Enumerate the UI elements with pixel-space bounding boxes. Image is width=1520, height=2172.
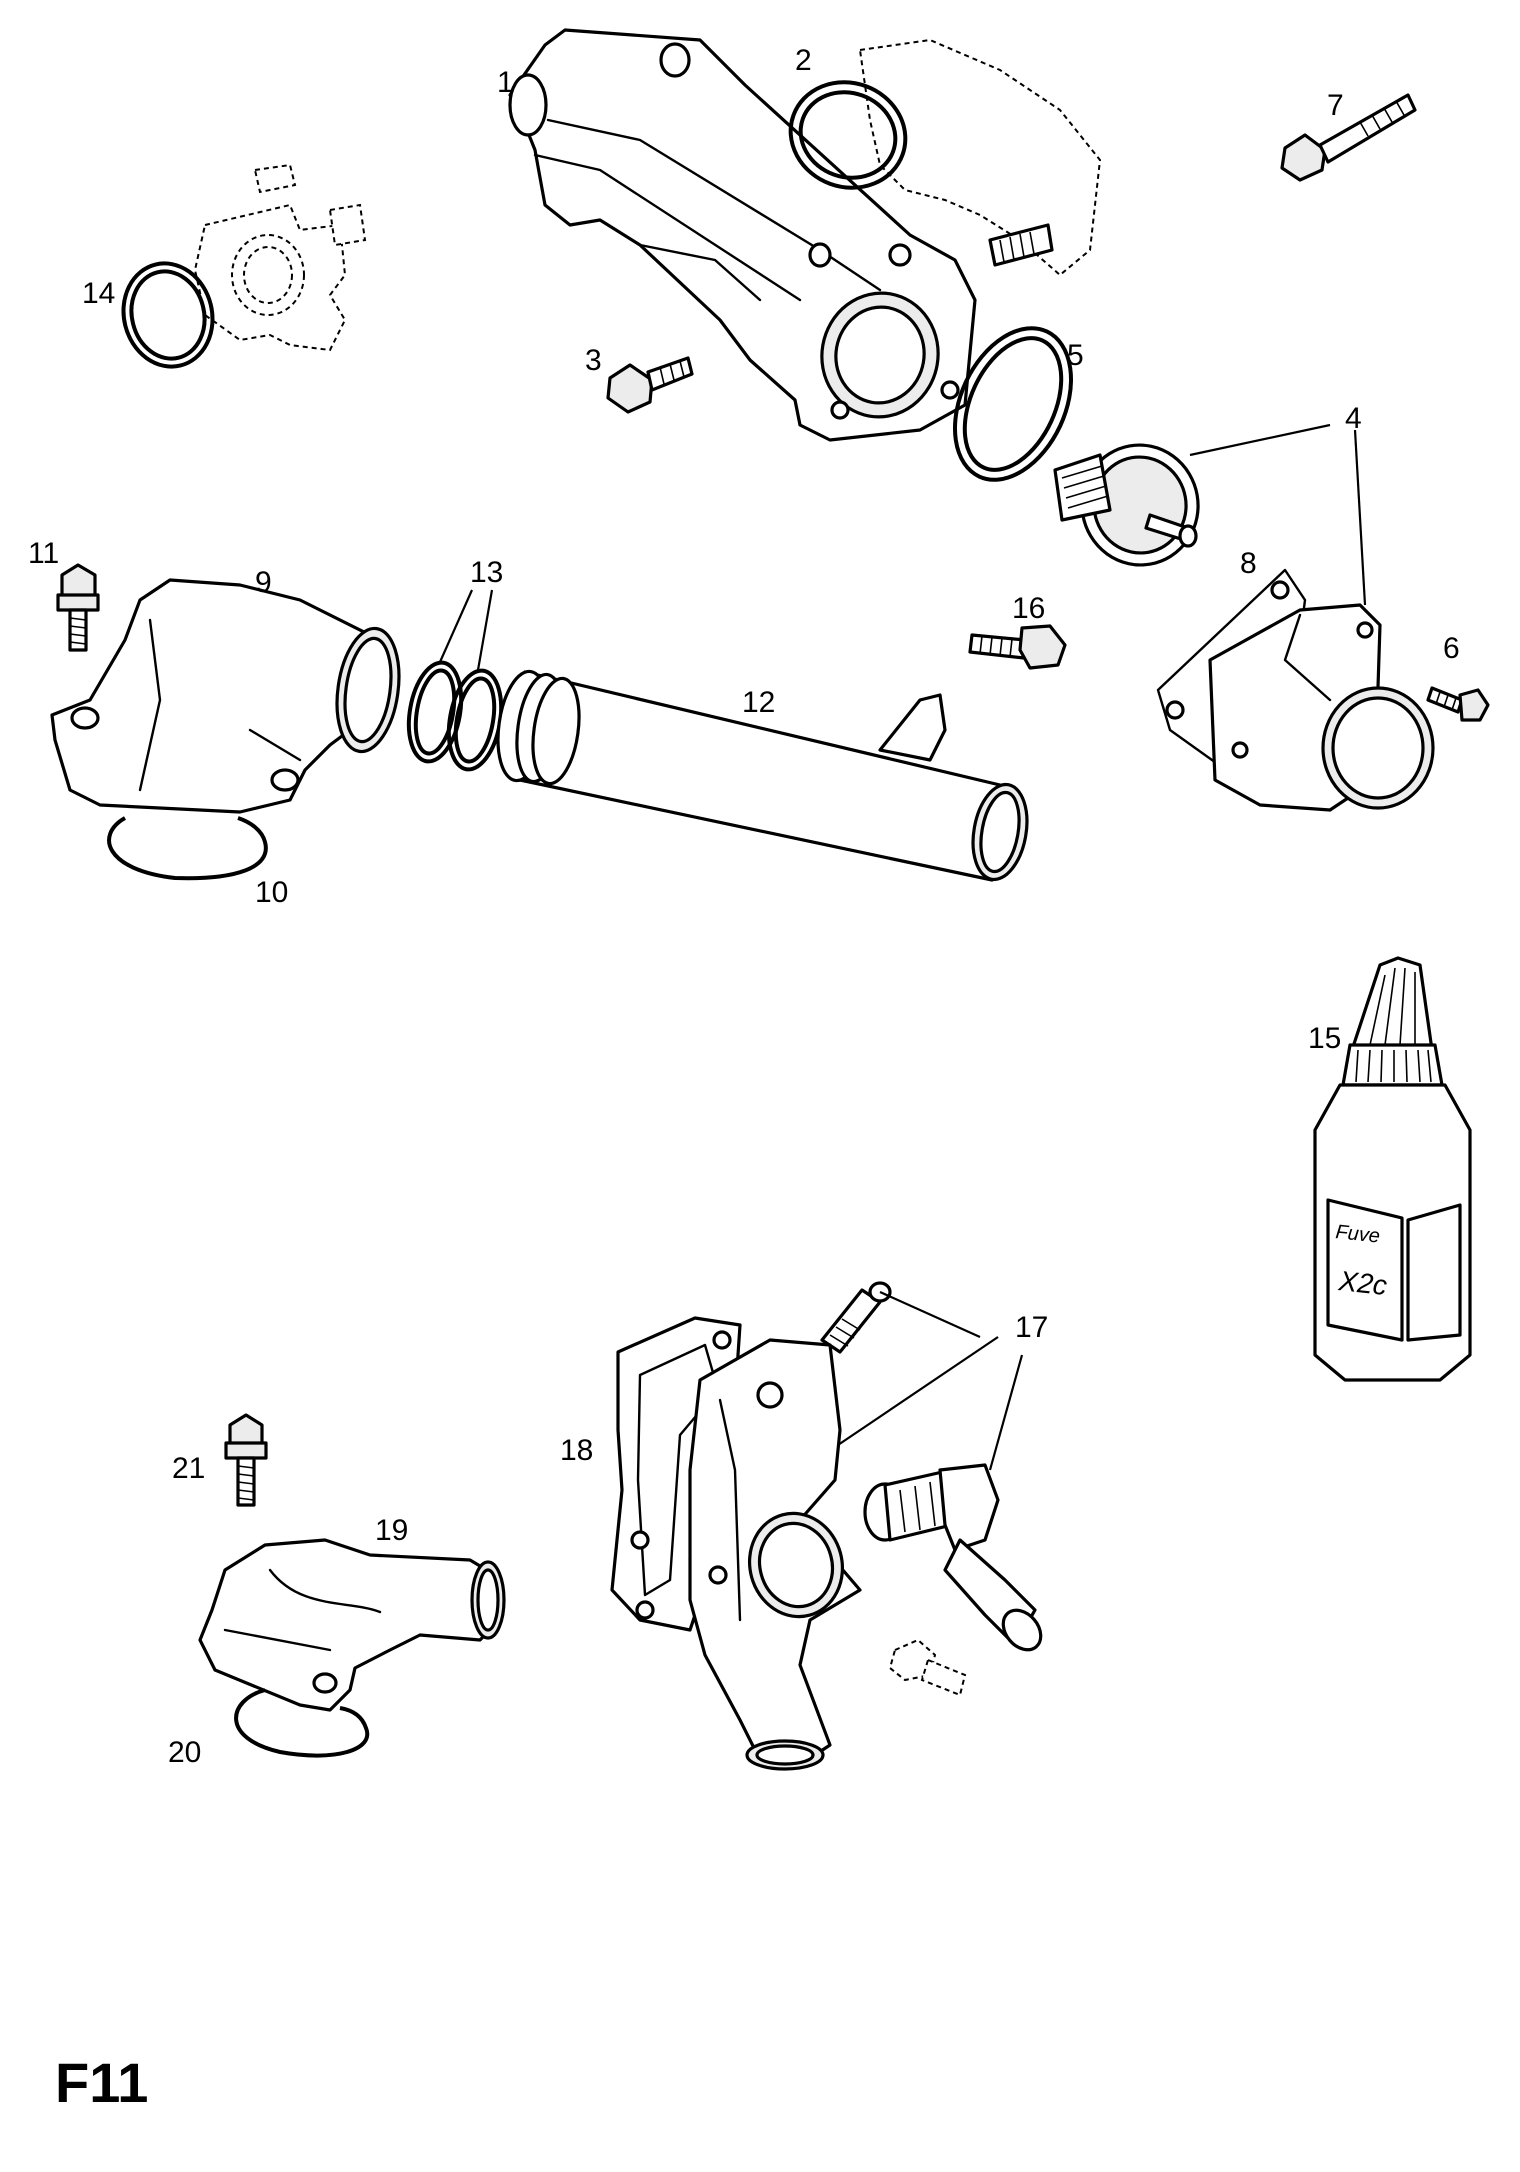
part-7-bolt <box>1280 93 1417 182</box>
callout-18: 18 <box>560 1434 593 1467</box>
leader-lines <box>438 423 1367 1471</box>
part-3-bolt <box>606 356 694 414</box>
part-21-bolt <box>224 1413 268 1507</box>
part-19-elbow-housing <box>198 1538 506 1712</box>
part-10-clip-ring <box>107 816 268 881</box>
callout-2: 2 <box>795 44 812 77</box>
thermostat-housing-outlet <box>688 1338 862 1771</box>
part-20-clip-ring <box>234 1688 370 1758</box>
callout-13: 13 <box>470 556 503 589</box>
callout-19: 19 <box>375 1514 408 1547</box>
part-16-bolt <box>968 624 1067 670</box>
part-12-coolant-pipe <box>496 669 1029 882</box>
bottle-label-product: X2c <box>1336 1265 1388 1301</box>
callout-9: 9 <box>255 566 272 599</box>
callout-14: 14 <box>82 277 115 310</box>
part-8-thermostat-cover <box>1208 603 1435 812</box>
part-2-gasket <box>788 80 908 190</box>
part-5-o-ring <box>952 326 1074 482</box>
callout-10: 10 <box>255 876 288 909</box>
part-14-housing-outline <box>193 163 367 352</box>
callout-11: 11 <box>28 537 59 570</box>
callout-7: 7 <box>1327 89 1344 122</box>
callout-12: 12 <box>742 686 775 719</box>
part-1-manifold <box>508 28 977 442</box>
part-6-bolt <box>1426 686 1490 722</box>
part-13-o-rings <box>406 660 504 772</box>
temperature-sensor-stud <box>988 223 1054 267</box>
callout-3: 3 <box>585 344 602 377</box>
callout-20: 20 <box>168 1736 201 1769</box>
part-17-temperature-sensor <box>820 1281 892 1354</box>
callout-5: 5 <box>1067 339 1084 372</box>
part-11-bolt <box>56 563 100 652</box>
part-15-thread-locker-bottle: Fuve X2c <box>1313 956 1472 1382</box>
callout-1: 1 <box>497 66 514 99</box>
callout-17: 17 <box>1015 1311 1048 1344</box>
callout-16: 16 <box>1012 592 1045 625</box>
part-9-elbow-housing <box>50 578 401 814</box>
housing-bolt-outline <box>888 1638 967 1697</box>
part-17-hose-fitting <box>863 1463 1043 1652</box>
callout-8: 8 <box>1240 547 1257 580</box>
part-4-thermostat <box>1053 443 1200 567</box>
callout-15: 15 <box>1308 1022 1341 1055</box>
engine-block-outline <box>858 38 1102 277</box>
bottle-label-brand: Fuve <box>1334 1221 1381 1248</box>
callout-4: 4 <box>1345 402 1362 435</box>
callout-labels: 1 2 3 4 5 6 7 8 9 10 11 12 13 14 15 16 1… <box>28 44 1460 1769</box>
sheet-code: F11 <box>55 2051 148 2114</box>
callout-21: 21 <box>172 1452 205 1485</box>
callout-6: 6 <box>1443 632 1460 665</box>
part-14-o-ring <box>121 261 215 369</box>
